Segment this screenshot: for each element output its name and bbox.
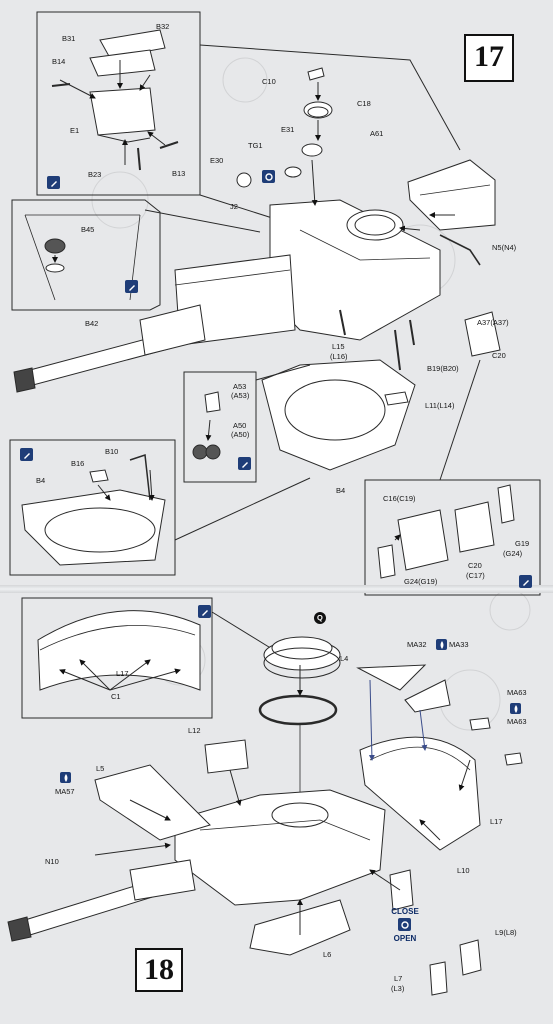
step-17-box: 17 [464,34,514,82]
label-b4-b: B4 [336,486,346,495]
label-l16: (L16) [330,352,348,361]
inset-frame-a50 [183,371,257,483]
step-18-box: 18 [135,948,183,992]
label-c20-a: C20 [492,351,506,360]
label-a37: A37(A37) [477,318,509,327]
label-a61: A61 [370,129,384,138]
label-l6: L6 [323,950,332,959]
label-l12: L12 [188,726,201,735]
label-c17: (C17) [466,571,485,580]
label-q: Q [317,613,323,622]
turret-ring-b4-17 [261,359,416,471]
glue-icon [238,457,251,470]
label-ma32: MA32 [407,640,427,649]
paint-drop-icon [60,772,71,783]
label-b19: B19(B20) [427,364,459,373]
label-n10: N10 [45,857,59,866]
turret-body-18 [174,789,386,906]
label-b10: B10 [105,447,119,456]
label-c1: C1 [111,692,121,701]
label-b23: B23 [88,170,102,179]
glue-icon [198,605,211,618]
label-ma63-a: MA63 [507,688,527,697]
label-c20-b: C20 [468,561,482,570]
label-ma33: MA33 [449,640,469,649]
label-b45: B45 [81,225,95,234]
inset-frame-l17 [21,597,213,719]
label-a50: A50 [233,421,247,430]
label-c10: C10 [262,77,276,86]
glue-icon [47,176,60,189]
rotate-icon [262,170,275,183]
label-l17: L17 [490,817,503,826]
label-b42: B42 [85,319,99,328]
label-e31: E31 [281,125,295,134]
label-open: OPEN [393,934,417,943]
label-b31: B31 [62,34,76,43]
inset-frame-b4 [9,439,176,576]
label-l5: L5 [96,764,105,773]
inset-frame-b-parts [36,11,201,196]
inset-frame-b45 [11,199,161,311]
page-fold [0,585,553,593]
label-l9: L9(L8) [495,928,517,937]
label-e30: E30 [210,156,224,165]
label-e1: E1 [70,126,80,135]
label-b14: B14 [52,57,66,66]
label-g19: G19 [515,539,530,548]
label-a53: A53 [233,382,247,391]
ring-l4 [258,694,338,726]
glue-icon [519,575,532,588]
paint-drop-icon [436,639,447,650]
label-b4-a: B4 [36,476,46,485]
label-a53-b: (A53) [231,391,250,400]
label-ma63-b: MA63 [507,717,527,726]
label-l7: L7 [394,974,403,983]
label-a50-b: (A50) [231,430,250,439]
label-b13: B13 [172,169,186,178]
label-l4: L4 [340,654,349,663]
label-c16: C16(C19) [383,494,416,503]
label-b32: B32 [156,22,170,31]
step-17-number: 17 [474,40,504,73]
q-marker-icon [314,612,326,624]
label-close: CLOSE [391,907,419,916]
paint-drop-icon [510,703,521,714]
label-l3: (L3) [391,984,405,993]
label-n5: N5(N4) [492,243,517,252]
glue-icon [125,280,138,293]
label-tg1: TG1 [248,141,263,150]
label-g24: G24(G19) [404,577,438,586]
label-ma57: MA57 [55,787,75,796]
label-g24-b: (G24) [503,549,523,558]
label-b16: B16 [71,459,85,468]
rotate-icon [398,918,411,931]
label-l10: L10 [457,866,470,875]
label-l15: L15 [332,342,345,351]
step-18-number: 18 [144,953,174,986]
label-c18: C18 [357,99,371,108]
label-l11: L11(L14) [425,401,455,410]
glue-icon [20,448,33,461]
label-j2: J2 [230,202,238,211]
leader-line [199,44,461,151]
side-skirt-l17 [359,736,481,851]
label-l17-inset: L17 [116,669,129,678]
inset-frame-c16 [364,479,541,596]
side-skirt-l5 [94,764,211,841]
